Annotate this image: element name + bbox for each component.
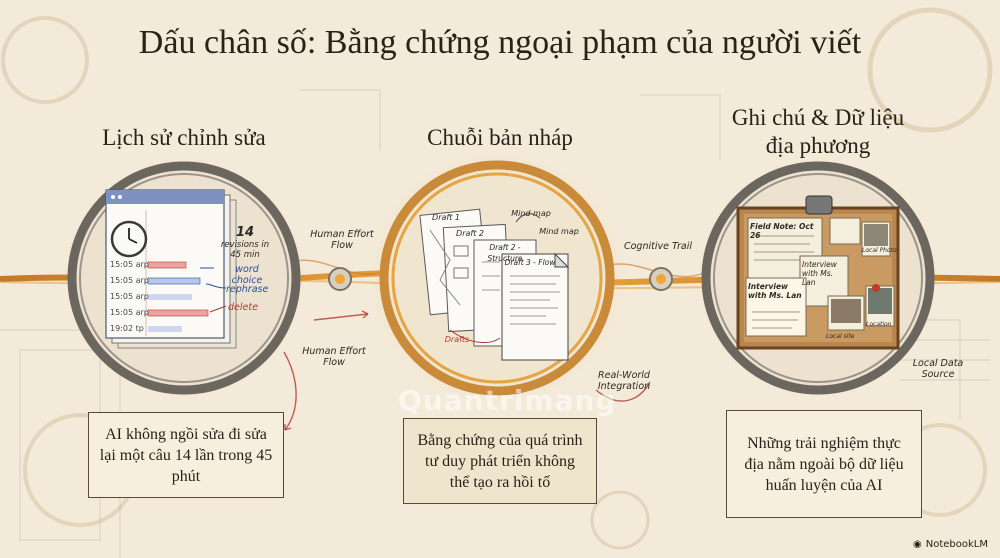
mind-map-label: Mind map bbox=[539, 227, 579, 236]
timestamp: 15:05 arp bbox=[110, 308, 149, 317]
draft-label: Draft 2 bbox=[456, 229, 484, 238]
flow-label-line: Source bbox=[921, 369, 955, 380]
photo-label: Local Photo bbox=[862, 247, 897, 254]
photo-label: Local site bbox=[826, 333, 855, 340]
timestamp: 15:05 arp bbox=[110, 276, 149, 285]
draft-label: Draft 1 bbox=[432, 213, 460, 222]
caption-text: Những trải nghiệm thực địa nằm ngoài bộ … bbox=[744, 434, 904, 494]
mind-map-label: Mind map bbox=[511, 209, 551, 218]
flow-label-real-world: Real-World Integration bbox=[586, 370, 662, 392]
revisions-text: revisions in 45 min bbox=[220, 240, 270, 260]
flow-node bbox=[328, 267, 673, 291]
edit-label-rephrase: rephrase bbox=[226, 284, 269, 295]
circle-local-notes bbox=[696, 156, 940, 400]
edit-label-delete: delete bbox=[228, 302, 258, 313]
interview-title: Interview with Ms. Lan bbox=[802, 260, 837, 287]
flow-label-human-effort-2: Human Effort Flow bbox=[296, 346, 372, 368]
column-title-edit-history: Lịch sử chỉnh sửa bbox=[102, 125, 266, 150]
flow-label-line: Real-World bbox=[598, 370, 650, 381]
caption-text: Bằng chứng của quá trình tư duy phát tri… bbox=[417, 431, 583, 491]
timestamp: 15:05 arp bbox=[110, 292, 149, 301]
timestamp: 15:05 arp bbox=[110, 260, 149, 269]
photo-label: Location bbox=[866, 321, 892, 328]
notebooklm-icon: ◉ bbox=[913, 539, 922, 550]
caption-text: AI không ngồi sửa đi sửa lại một câu 14 … bbox=[99, 425, 273, 485]
revisions-count: 14 bbox=[235, 225, 255, 240]
draft-label: Draft 3 - Flow bbox=[504, 258, 556, 267]
circle-draft-chain bbox=[369, 150, 625, 406]
column-title-local-notes: Ghi chú & Dữ liệu địa phương bbox=[712, 104, 924, 160]
column-title-line: địa phương bbox=[765, 133, 871, 158]
blueprint-lines bbox=[0, 89, 990, 558]
page-title: Dấu chân số: Bằng chứng ngoại phạm của n… bbox=[138, 24, 862, 61]
caption-local-notes: Những trải nghiệm thực địa nằm ngoài bộ … bbox=[726, 410, 922, 518]
interview-title: Interview with Ms. Lan bbox=[748, 282, 802, 300]
flow-label-line: Local Data bbox=[912, 358, 964, 369]
flow-label-line: Integration bbox=[597, 381, 651, 392]
drafts-label: Drafts bbox=[444, 335, 470, 344]
red-arrows bbox=[283, 310, 651, 431]
brand-name: NotebookLM bbox=[925, 539, 988, 550]
column-title-draft-chain: Chuỗi bản nháp bbox=[427, 125, 573, 150]
flow-label-cognitive-trail: Cognitive Trail bbox=[623, 241, 693, 252]
field-note-title: Field Note: Oct 26 bbox=[750, 222, 814, 240]
circle-edit-history bbox=[62, 156, 306, 400]
timestamp: 19:02 tp bbox=[110, 324, 144, 333]
flow-label-local-data: Local Data Source bbox=[906, 358, 970, 380]
caption-draft-chain: Bằng chứng của quá trình tư duy phát tri… bbox=[403, 418, 597, 504]
flow-label-line: Human Effort bbox=[302, 346, 366, 357]
flow-label-human-effort: Human Effort Flow bbox=[310, 229, 374, 251]
column-title-line: Ghi chú & Dữ liệu bbox=[731, 105, 905, 130]
draft-label: Draft 2 - Structure bbox=[487, 243, 523, 263]
caption-edit-history: AI không ngồi sửa đi sửa lại một câu 14 … bbox=[88, 412, 284, 498]
edit-label-word-choice: word choice bbox=[231, 264, 263, 286]
flow-label-line: Flow bbox=[323, 357, 345, 368]
brand-mark: ◉ NotebookLM bbox=[913, 539, 988, 550]
watermark: Quantrimang bbox=[398, 384, 617, 417]
